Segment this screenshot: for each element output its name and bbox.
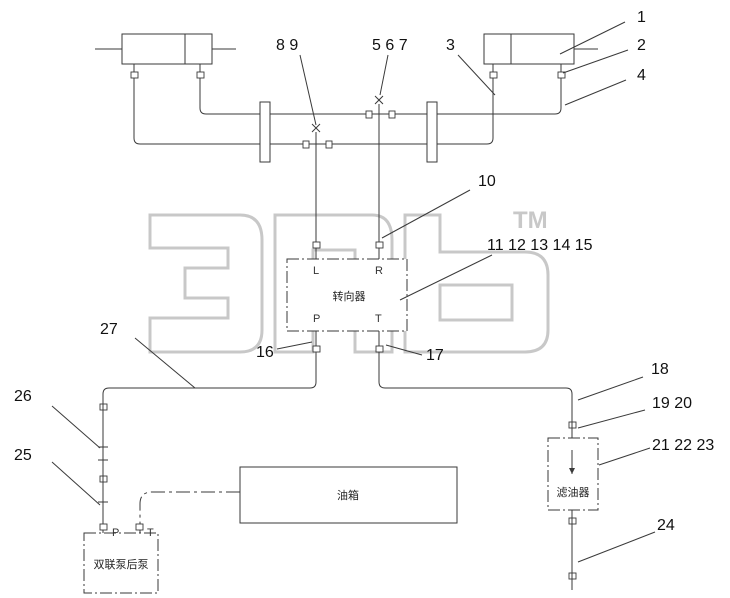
watermark-trademark: TM — [513, 207, 548, 234]
callout-5-6-7: 5 6 7 — [372, 37, 408, 54]
pipe-clamps — [259, 101, 438, 163]
return-line — [378, 352, 573, 590]
callout-leaders — [51, 21, 656, 563]
tee-fittings — [311, 95, 384, 144]
callout-2: 2 — [637, 37, 646, 54]
callout-labels: 1 2 3 4 5 6 7 8 9 10 11 12 13 14 15 16 1… — [14, 9, 714, 534]
callout-21-23: 21 22 23 — [652, 437, 714, 454]
tandem-pump: P T 双联泵后泵 — [83, 527, 159, 594]
callout-18: 18 — [651, 361, 669, 378]
callout-24: 24 — [657, 517, 675, 534]
valve-port-r: R — [375, 265, 383, 277]
steering-valve-label: 转向器 — [333, 289, 366, 303]
callout-17: 17 — [426, 347, 444, 364]
callout-3: 3 — [446, 37, 455, 54]
callout-19-20: 19 20 — [652, 395, 692, 412]
oil-filter: 滤油器 — [547, 437, 599, 511]
filter-label: 滤油器 — [557, 485, 590, 499]
watermark-logo: TM — [148, 207, 550, 354]
right-steering-cylinder — [483, 33, 598, 65]
pump-port-p: P — [112, 527, 119, 539]
callout-27: 27 — [100, 321, 118, 338]
oil-tank: 油箱 — [139, 466, 458, 524]
callout-1: 1 — [637, 9, 646, 26]
callout-11-15: 11 12 13 14 15 — [487, 237, 593, 254]
left-steering-cylinder — [95, 33, 236, 65]
callout-26: 26 — [14, 388, 32, 405]
valve-port-t: T — [375, 313, 382, 325]
callout-10: 10 — [478, 173, 496, 190]
callout-4: 4 — [637, 67, 646, 84]
callout-8-9: 8 9 — [276, 37, 298, 54]
oil-tank-label: 油箱 — [337, 488, 359, 502]
valve-port-l: L — [313, 265, 319, 277]
valve-port-p: P — [313, 313, 320, 325]
callout-25: 25 — [14, 447, 32, 464]
callout-16: 16 — [256, 344, 274, 361]
pressure-line — [98, 352, 317, 524]
pump-port-t: T — [147, 527, 154, 539]
pump-label: 双联泵后泵 — [94, 558, 149, 571]
steering-valve: 转向器 L R P T — [286, 248, 408, 346]
